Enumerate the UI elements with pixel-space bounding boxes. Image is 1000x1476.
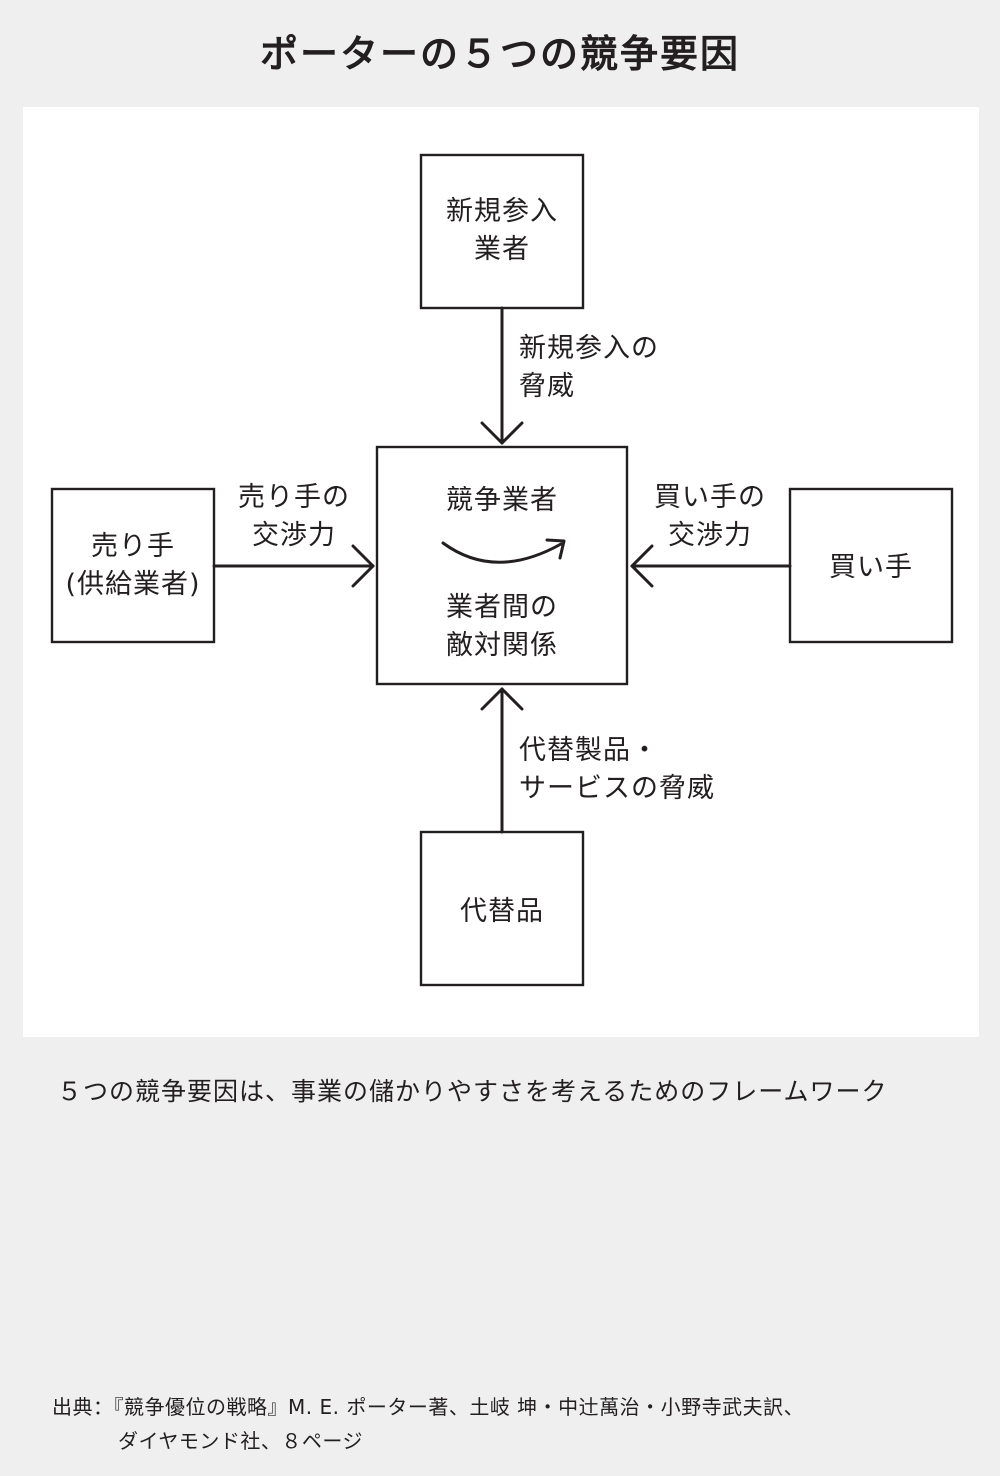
diagram-panel: 新規参入 業者 売り手 (供給業者) 競争業者 業者間の 敵対関係 買い手 代替… <box>23 107 979 1037</box>
label-threat-substitutes: 代替製品・ サービスの脅威 <box>519 735 715 804</box>
arrow-suppliers <box>212 544 375 588</box>
label-supplier-power: 売り手の 交渉力 <box>238 482 350 551</box>
source-citation: 出典：『競争優位の戦略』M. E. ポーター著、土岐 坤・中辻萬治・小野寺武夫訳… <box>52 1390 804 1458</box>
arrow-new-entrants <box>480 306 524 445</box>
label-competitors: 競争業者 <box>446 485 558 516</box>
label-suppliers: 売り手 (供給業者) <box>65 531 201 600</box>
page-title: ポーターの５つの競争要因 <box>259 31 740 76</box>
arrow-buyers <box>630 544 792 588</box>
source-line-2: ダイヤモンド社、８ページ <box>118 1429 363 1453</box>
box-competitors <box>375 445 629 686</box>
caption: ５つの競争要因は、事業の儲かりやすさを考えるためのフレームワーク <box>57 1077 888 1106</box>
five-forces-diagram <box>50 153 954 987</box>
label-buyer-power: 買い手の 交渉力 <box>654 482 766 551</box>
label-new-entrants: 新規参入 業者 <box>446 196 558 265</box>
label-substitutes: 代替品 <box>460 896 544 927</box>
arrow-substitutes <box>480 687 524 834</box>
label-threat-new-entrants: 新規参入の 脅威 <box>519 333 659 402</box>
label-buyers: 買い手 <box>829 552 913 583</box>
source-line-1: 出典：『競争優位の戦略』M. E. ポーター著、土岐 坤・中辻萬治・小野寺武夫訳… <box>52 1395 805 1419</box>
label-rivalry: 業者間の 敵対関係 <box>446 592 558 661</box>
rivalry-curve-arrow <box>441 538 566 564</box>
